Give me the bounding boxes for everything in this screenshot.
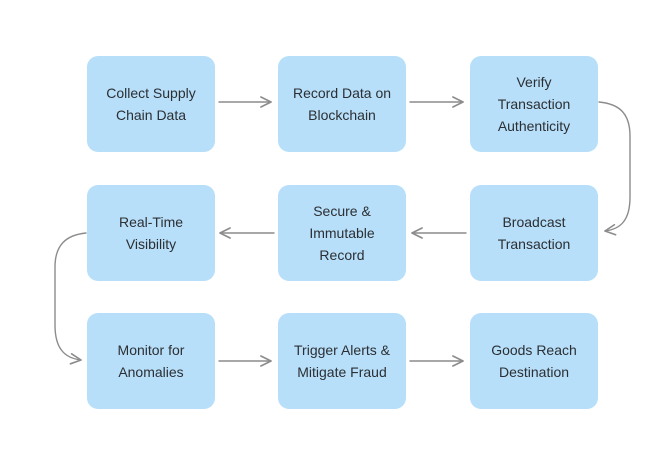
node-real-time-visibility: Real-Time Visibility <box>87 185 215 281</box>
node-trigger-alerts-mitigate-fraud: Trigger Alerts & Mitigate Fraud <box>278 313 406 409</box>
node-label: Collect Supply Chain Data <box>106 85 196 123</box>
node-monitor-for-anomalies: Monitor for Anomalies <box>87 313 215 409</box>
node-collect-supply-chain-data: Collect Supply Chain Data <box>87 56 215 152</box>
node-label: Goods Reach Destination <box>491 342 577 380</box>
node-record-data-on-blockchain: Record Data on Blockchain <box>278 56 406 152</box>
node-secure-immutable-record: Secure & Immutable Record <box>278 185 406 281</box>
node-label: Trigger Alerts & Mitigate Fraud <box>294 342 390 380</box>
node-label: Monitor for Anomalies <box>117 342 185 380</box>
node-goods-reach-destination: Goods Reach Destination <box>470 313 598 409</box>
node-label: Real-Time Visibility <box>118 214 184 252</box>
node-label: Verify Transaction Authenticity <box>497 74 571 134</box>
node-label: Record Data on Blockchain <box>292 85 392 123</box>
node-label: Secure & Immutable Record <box>309 203 375 263</box>
node-label: Broadcast Transaction <box>497 214 571 252</box>
edge-realtime-monitor <box>54 232 87 365</box>
node-broadcast-transaction: Broadcast Transaction <box>470 185 598 281</box>
edge-verify-broadcast <box>598 101 631 236</box>
node-verify-transaction-authenticity: Verify Transaction Authenticity <box>470 56 598 152</box>
